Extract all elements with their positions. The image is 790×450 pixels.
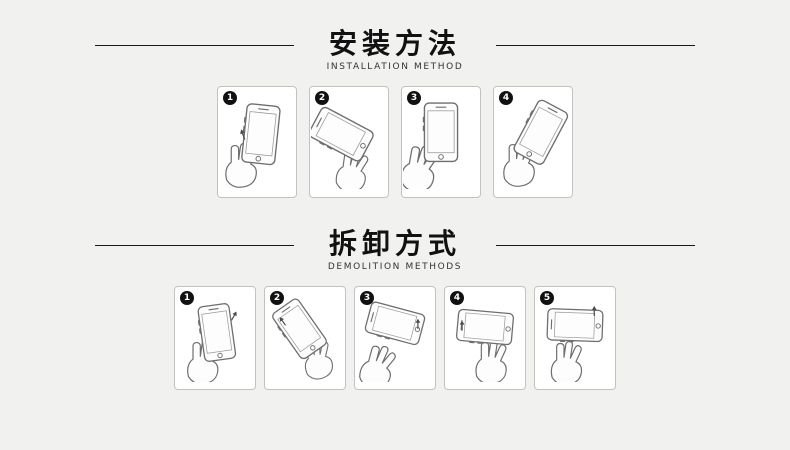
removal-title-block: 拆卸方式 DEMOLITION METHODS (294, 227, 496, 273)
removal-title: 拆卸方式 (328, 227, 461, 261)
removal-subtitle: DEMOLITION METHODS (327, 262, 463, 273)
hand-icon (356, 341, 399, 383)
step-number-badge: 2 (270, 291, 284, 306)
step-number-badge: 1 (223, 91, 237, 106)
phone-icon (455, 308, 515, 348)
phone-icon (363, 300, 427, 349)
step-number-badge: 3 (407, 91, 421, 106)
installation-steps: 1 2 3 (0, 86, 790, 199)
removal-step-1-panel: 1 (174, 286, 256, 391)
installation-title-block: 安装方法 INSTALLATION METHOD (294, 27, 496, 73)
step-number-badge: 3 (360, 291, 374, 306)
installation-step-1-panel: 1 (217, 86, 297, 199)
step-number-badge: 4 (450, 291, 464, 306)
step-number-badge: 5 (540, 291, 554, 306)
install-step-3-illustration (403, 102, 459, 190)
step-number-badge: 4 (499, 91, 513, 106)
removal-step-4-illustration (455, 308, 515, 383)
phone-icon (239, 102, 282, 166)
step-number-badge: 1 (180, 291, 194, 306)
removal-step-5-panel: 5 (534, 286, 616, 391)
phone-icon (422, 102, 459, 163)
removal-step-2-panel: 2 (264, 286, 346, 391)
step-number-badge: 2 (315, 91, 329, 106)
installation-title: 安装方法 (328, 27, 461, 60)
installation-subtitle: INSTALLATION METHOD (326, 62, 464, 73)
removal-step-3-panel: 3 (354, 286, 436, 391)
installation-step-3-panel: 3 (401, 86, 481, 199)
hand-icon (550, 341, 583, 383)
installation-left-rule (95, 45, 294, 46)
removal-right-rule (496, 245, 695, 247)
hand-icon (475, 340, 507, 383)
install-step-2-illustration (311, 105, 376, 190)
removal-step-4-panel: 4 (444, 286, 526, 391)
install-step-1-illustration (225, 102, 282, 189)
installation-title-row: 安装方法 INSTALLATION METHOD (95, 27, 695, 73)
removal-section: 拆卸方式 DEMOLITION METHODS 1 2 (0, 227, 790, 391)
install-step-4-illustration (503, 97, 570, 188)
installation-step-4-panel: 4 (493, 86, 573, 199)
installation-section: 安装方法 INSTALLATION METHOD 1 2 (0, 0, 790, 199)
removal-step-5-illustration (546, 305, 604, 383)
removal-title-row: 拆卸方式 DEMOLITION METHODS (95, 227, 695, 273)
removal-left-rule (95, 245, 294, 247)
installation-step-2-panel: 2 (309, 86, 389, 199)
phone-icon (311, 105, 376, 165)
removal-steps: 1 2 3 (0, 286, 790, 391)
removal-step-2-illustration (269, 297, 336, 383)
removal-step-1-illustration (187, 302, 240, 383)
installation-right-rule (496, 45, 695, 46)
removal-step-3-illustration (356, 300, 427, 383)
